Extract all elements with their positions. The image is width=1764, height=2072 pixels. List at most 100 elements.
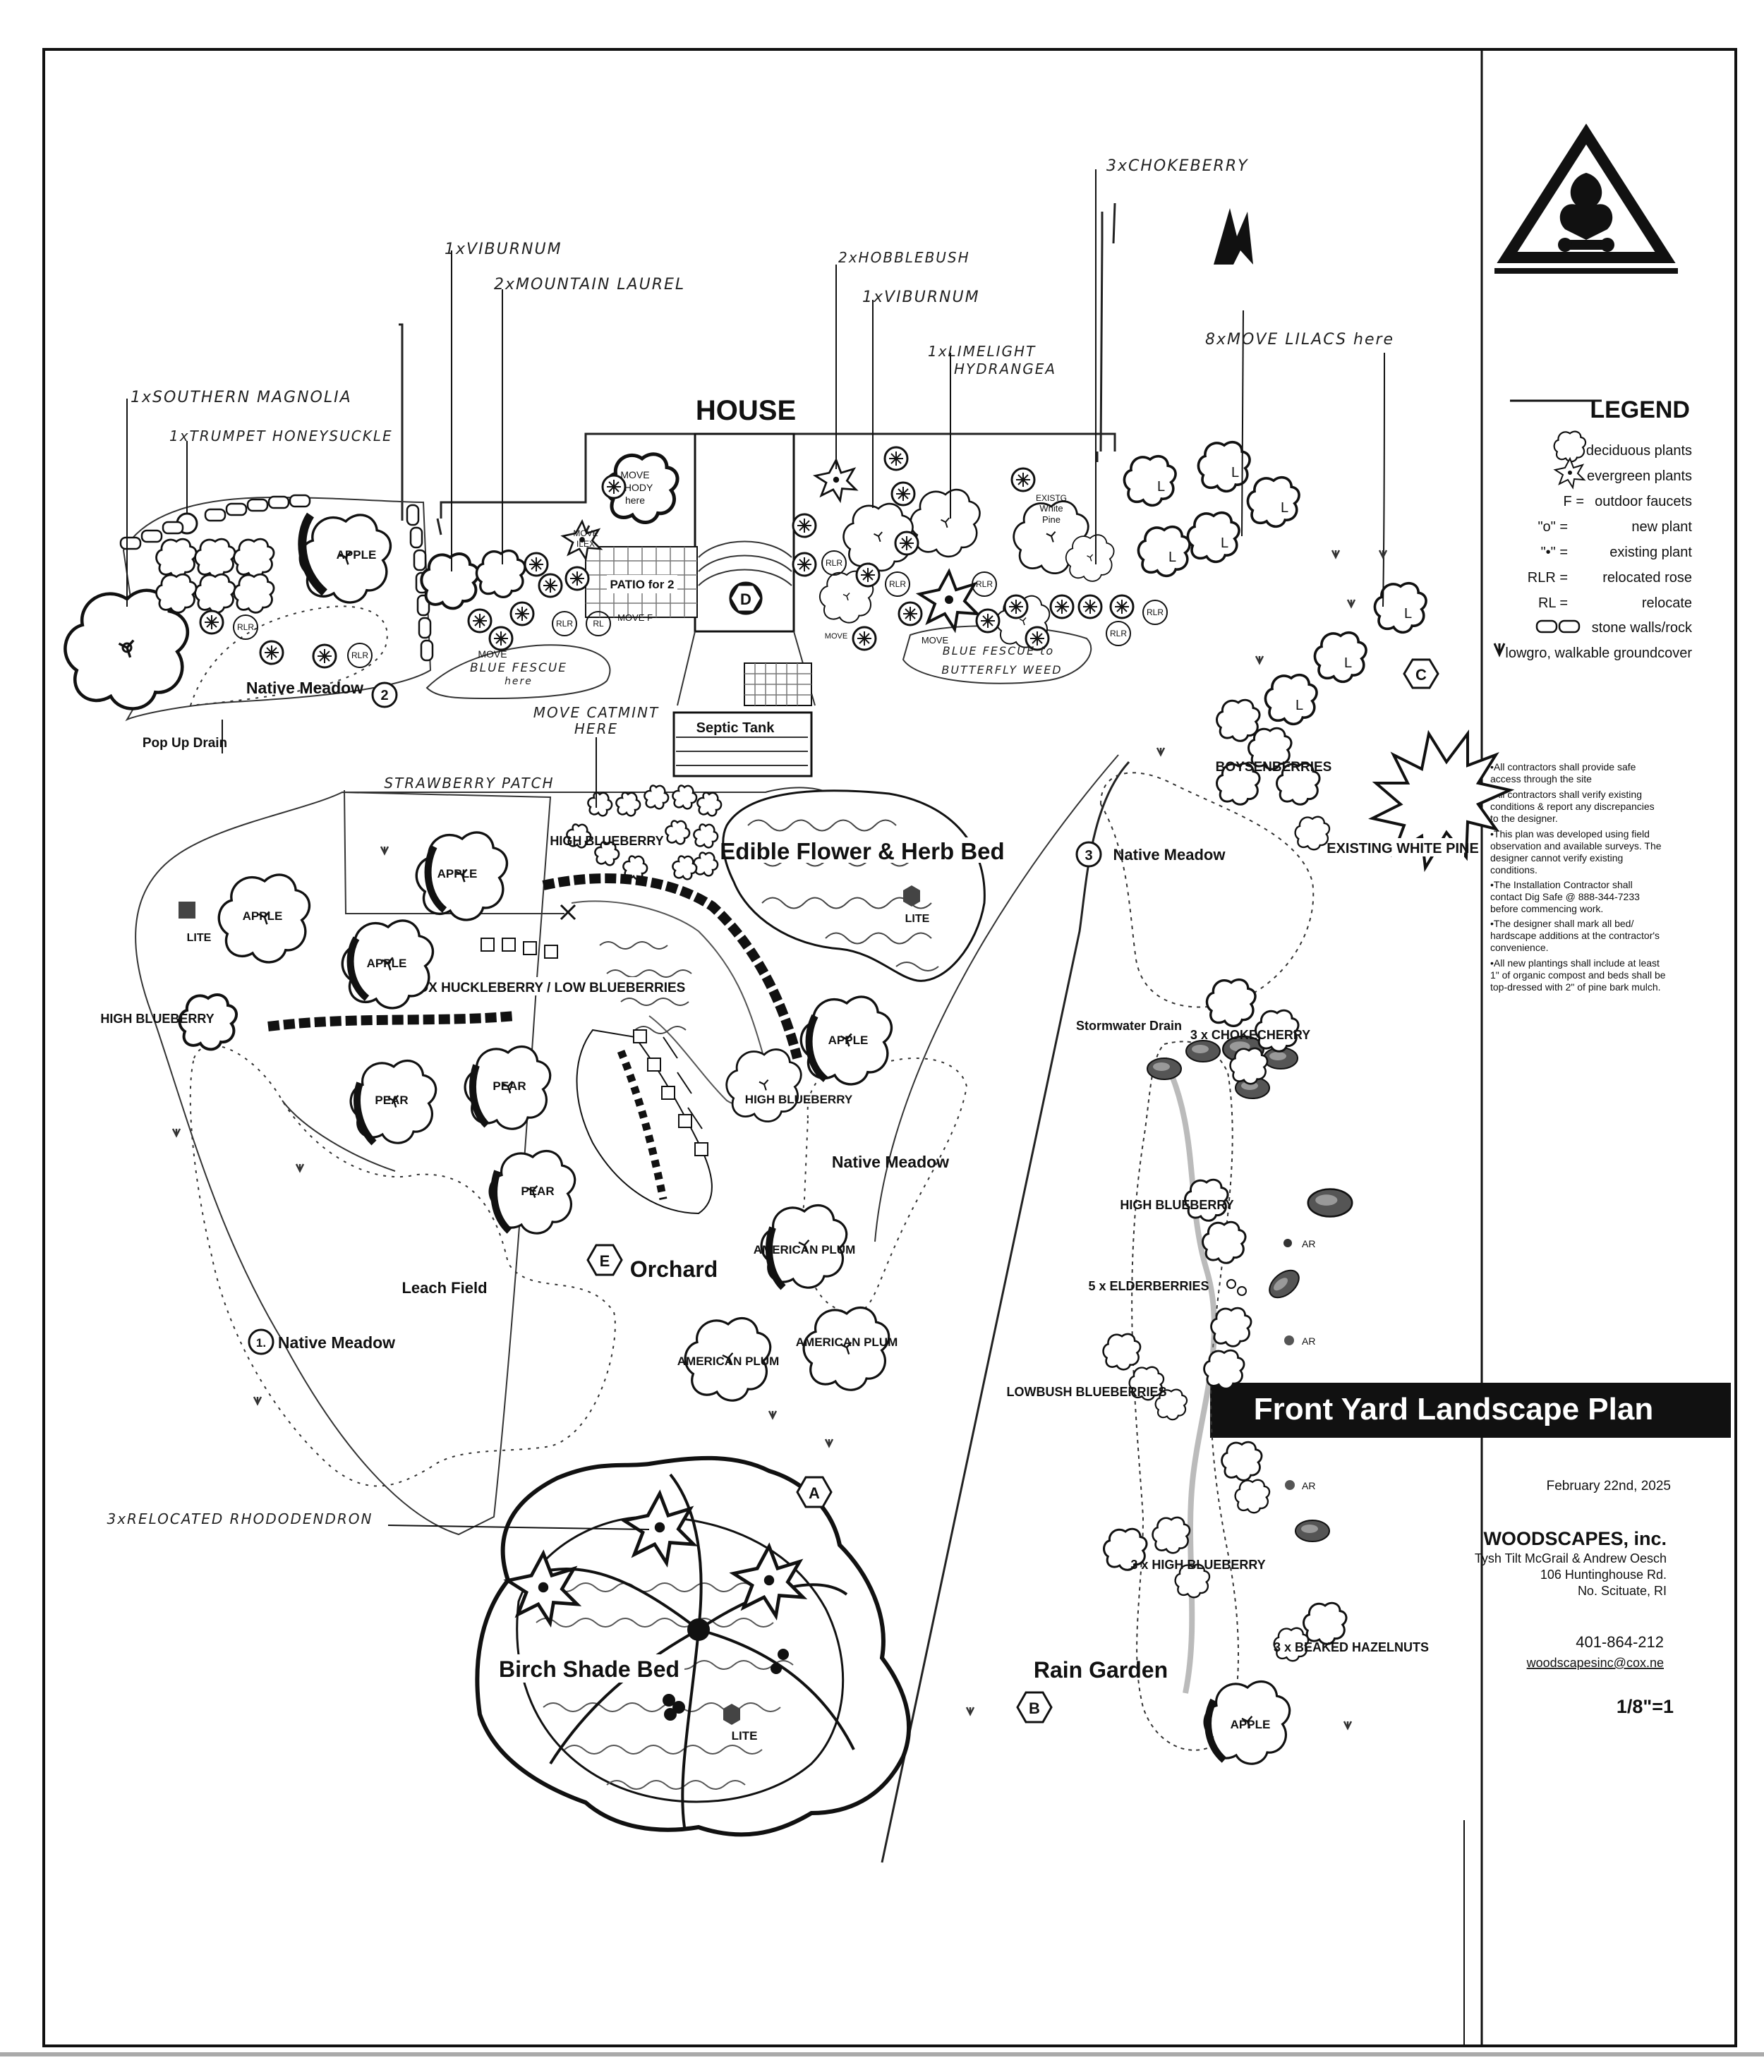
lite-label: LITE — [187, 932, 212, 944]
pear-label: PEAR — [493, 1079, 526, 1093]
rain-garden-label: Rain Garden — [1034, 1657, 1168, 1683]
existing-pine-label: White — [1039, 503, 1063, 514]
rlr-label: RLR — [237, 622, 254, 632]
existing-pine-label: EXISTG — [1036, 493, 1067, 503]
company-city: No. Scituate, RI — [1578, 1584, 1667, 1598]
legend-item-key: "•" = — [1541, 545, 1568, 560]
stone-wall-icon — [1535, 619, 1581, 634]
marker-3: 3 — [1085, 848, 1092, 864]
marker-e: E — [600, 1252, 610, 1270]
company-phone: 401-864-212 — [1576, 1633, 1664, 1651]
apple-label: APPLE — [828, 1034, 869, 1047]
legend-item-label: lowgro, walkable groundcover — [1505, 646, 1692, 661]
legend-item-key: RL = — [1538, 595, 1568, 611]
apple-label: APPLE — [437, 867, 478, 880]
svg-text:•All contractors shall verify: •All contractors shall verify existingco… — [1490, 789, 1655, 824]
legend-item-label: new plant — [1631, 519, 1692, 535]
move-ilex-label: MOVE — [573, 528, 598, 538]
svg-text:L: L — [1404, 606, 1412, 622]
move-fescue-label: here — [505, 676, 533, 687]
elderberries-label: 5 x ELDERBERRIES — [1088, 1279, 1209, 1293]
american-plum-label: AMERICAN PLUM — [754, 1243, 856, 1256]
svg-text:•The Installation Contractor s: •The Installation Contractor shallcontac… — [1490, 879, 1640, 914]
hydrangea-callout: 1xLIMELIGHT — [928, 343, 1036, 360]
strawberry-patch: HIGH BLUEBERRY STRAWBERRY PATCH MOVE CAT… — [344, 704, 723, 921]
american-plum-label: AMERICAN PLUM — [677, 1355, 780, 1368]
viburnum-callout: 1xVIBURNUM — [445, 241, 562, 258]
apple-label: APPLE — [1231, 1718, 1271, 1731]
beaked-hazelnuts-label: 3 x BEAKED HAZELNUTS — [1274, 1640, 1429, 1654]
mountain-laurel-callout: 2xMOUNTAIN LAUREL — [494, 276, 685, 293]
move-fescue-label: BLUE FESCUE to — [943, 644, 1054, 658]
strawberry-patch-callout: STRAWBERRY PATCH — [384, 775, 554, 792]
chokeberry-callout: 3xCHOKEBERRY — [1106, 157, 1249, 175]
move-rhody-label: MOVE — [620, 469, 649, 480]
move-fescue-label: MOVE — [922, 635, 949, 646]
legend: LEGEND deciduous plants evergreen plants… — [1493, 396, 1693, 661]
patio-label: PATIO for 2 — [610, 578, 675, 591]
legend-item-label: relocate — [1642, 595, 1692, 611]
high-blueberry-label: HIGH BLUEBERRY — [100, 1012, 214, 1026]
pop-up-drain-label: Pop Up Drain — [143, 736, 227, 751]
plan-date: February 22nd, 2025 — [1547, 1479, 1671, 1494]
move-fescue-label: MOVE — [825, 632, 847, 641]
lowbush-blueberries-label: LOWBUSH BLUEBERRIES — [1006, 1385, 1166, 1399]
hobblebush-callout: 2xHOBBLEBUSH — [838, 249, 970, 266]
septic-tank-label: Septic Tank — [696, 720, 775, 736]
move-rhody-label: here — [625, 495, 645, 506]
right-front-bed: EXISTG White Pine RLR RLR RLR RLR RLR MO… — [729, 446, 1168, 684]
apple-label: APPLE — [367, 957, 407, 970]
marker-1: 1. — [256, 1336, 266, 1350]
lite-label: LITE — [905, 913, 930, 925]
legend-title: LEGEND — [1590, 396, 1690, 423]
lite-label: LITE — [732, 1729, 758, 1743]
svg-text:•All contractors shall provide: •All contractors shall provide safeacces… — [1490, 761, 1636, 784]
magnolia-callout: 1xSOUTHERN MAGNOLIA — [131, 389, 352, 406]
legend-item-label: existing plant — [1609, 545, 1692, 560]
rlr-label: RLR — [351, 650, 368, 660]
catmint-callout: HERE — [574, 720, 618, 737]
rlr-label: RLR — [1147, 607, 1164, 617]
edible-bed-label: Edible Flower & Herb Bed — [720, 838, 1004, 864]
groundcover-marks — [171, 550, 1388, 1731]
legend-item-label: relocated rose — [1602, 570, 1692, 586]
marker-b: B — [1029, 1700, 1040, 1717]
legend-item-label: evergreen plants — [1587, 468, 1692, 484]
groundcover-arrow-icon — [1493, 643, 1506, 658]
box-huckleberry-label: BOX HUCKLEBERRY / LOW BLUEBERRIES — [409, 981, 686, 995]
orchard-label: Orchard — [630, 1256, 718, 1282]
svg-text:•All new plantings shall inclu: •All new plantings shall include at leas… — [1490, 957, 1666, 993]
move-fescue-label: BLUE FESCUE — [470, 661, 567, 675]
native-meadow-3-label: Native Meadow — [1113, 846, 1226, 864]
legend-item-key: F = — [1564, 494, 1584, 509]
chokecherry-label: 3 x CHOKECHERRY — [1190, 1028, 1310, 1042]
pear-label: PEAR — [521, 1185, 554, 1198]
svg-text:L: L — [1221, 535, 1228, 551]
existing-pine-label: Pine — [1042, 514, 1061, 525]
rlr-label: RLR — [889, 579, 906, 589]
rlr-label: RLR — [976, 579, 993, 589]
title-banner — [1210, 1383, 1731, 1438]
rlr-label: RLR — [1110, 629, 1127, 638]
native-meadow-3: 3 Native Meadow — [1075, 772, 1315, 1008]
native-meadow-2-label: Native Meadow — [246, 679, 363, 697]
svg-text:L: L — [1231, 465, 1239, 480]
existing-white-pine-label: EXISTING WHITE PINE — [1327, 841, 1479, 856]
marker-c: C — [1415, 666, 1427, 684]
deciduous-plant-icon — [1553, 430, 1587, 463]
legend-item-key: RLR = — [1528, 570, 1568, 586]
high-blueberry-label: HIGH BLUEBERRY — [550, 834, 663, 848]
patio: PATIO for 2 Septic Tank — [585, 546, 812, 736]
leach-field-label: Leach Field — [401, 1279, 487, 1297]
company-logo — [1494, 123, 1678, 274]
honeysuckle-callout: 1xTRUMPET HONEYSUCKLE — [169, 428, 393, 444]
svg-text:L: L — [1168, 550, 1176, 565]
marker-d: D — [740, 590, 751, 608]
catmint-callout: MOVE CATMINT — [533, 704, 659, 721]
move-ilex-label: ILEX — [576, 539, 595, 549]
svg-text:•This plan was developed using: •This plan was developed using fieldobse… — [1490, 828, 1662, 876]
legend-item-key: "o" = — [1538, 519, 1568, 535]
hydrangea-callout: HYDRANGEA — [954, 361, 1056, 377]
sheet-border — [42, 48, 1737, 2047]
